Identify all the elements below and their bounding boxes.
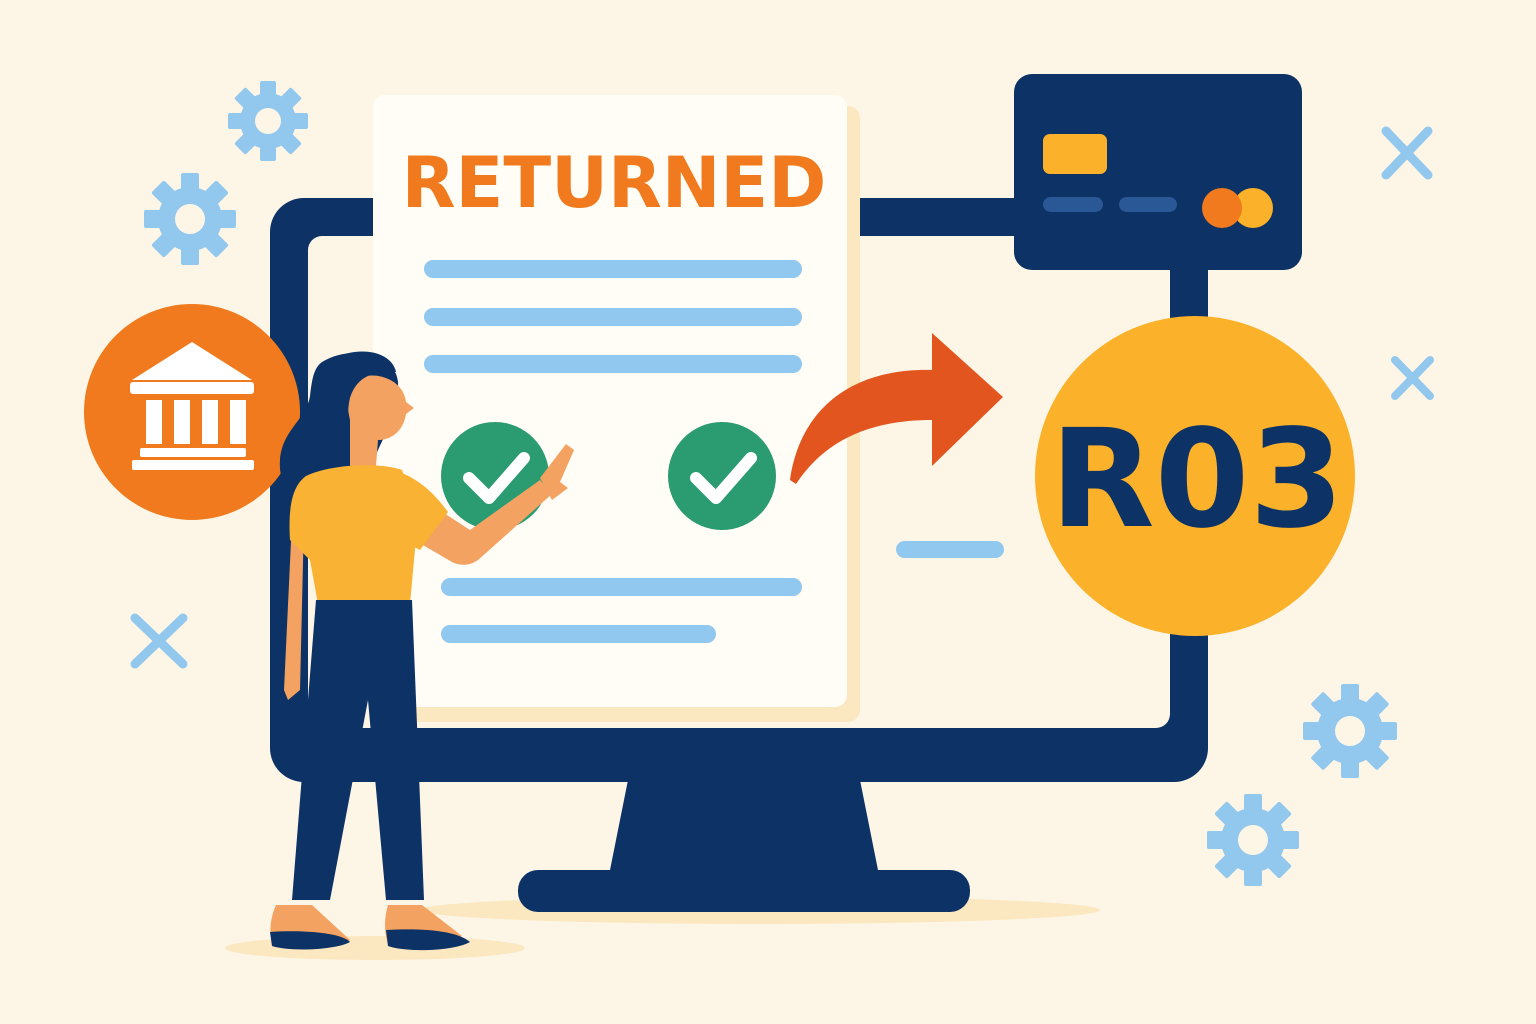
person-shadow [225, 936, 525, 960]
gear-icon [228, 81, 308, 161]
close-x-icon [1391, 356, 1434, 400]
monitor-stand-neck [608, 780, 880, 880]
check-icon [668, 422, 776, 530]
screen-text-line [896, 541, 1004, 558]
document-status-title: RETURNED [402, 142, 827, 224]
woman-figure [270, 351, 574, 951]
gear-icon [1207, 794, 1299, 886]
monitor-stand-base [518, 870, 970, 912]
curved-arrow-icon [790, 333, 1003, 484]
badge-connector [1170, 620, 1206, 730]
card-connector [1170, 262, 1206, 322]
credit-card-icon [1014, 74, 1302, 270]
return-code-badge [1035, 316, 1355, 636]
close-x-icon [130, 613, 188, 669]
returned-document [373, 95, 860, 722]
gear-icon [1303, 684, 1397, 778]
document-page [373, 95, 847, 707]
card-chip [1043, 134, 1107, 174]
close-x-icon [1381, 126, 1433, 180]
gear-icon [144, 173, 236, 265]
bank-icon [84, 304, 300, 520]
return-code-text: R03 [1050, 401, 1344, 559]
